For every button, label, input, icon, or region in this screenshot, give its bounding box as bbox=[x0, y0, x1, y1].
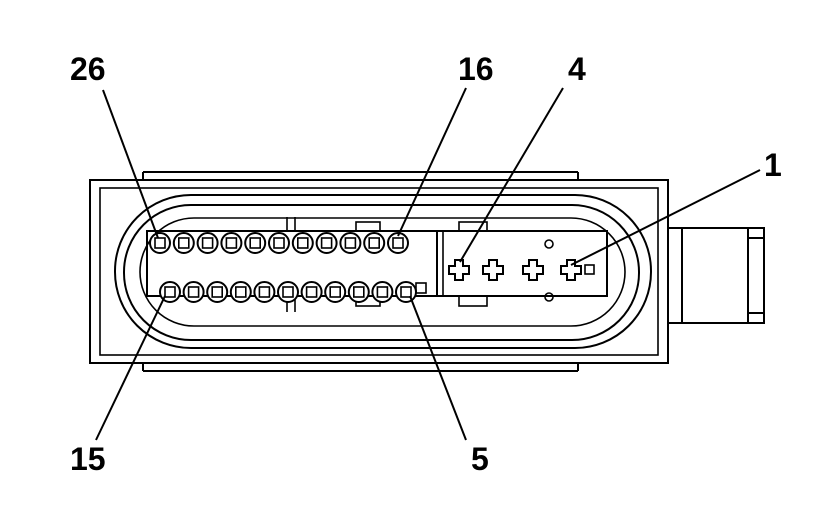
leader-line-26 bbox=[102, 89, 159, 239]
top-row-pin bbox=[387, 232, 409, 254]
top-row-pin bbox=[363, 232, 386, 254]
top-row-pins bbox=[149, 232, 409, 254]
callout-5: 5 bbox=[471, 441, 489, 477]
connector-seal-rings bbox=[114, 194, 652, 349]
bottom-row-pin bbox=[347, 281, 370, 303]
power-terminal bbox=[560, 259, 582, 281]
callout-4: 4 bbox=[568, 51, 586, 87]
bottom-row-pin bbox=[395, 281, 417, 303]
bottom-row-pin bbox=[277, 281, 299, 303]
callout-26: 26 bbox=[70, 51, 106, 87]
callout-16: 16 bbox=[458, 51, 494, 87]
top-row-pin bbox=[315, 232, 338, 254]
top-row-pin bbox=[220, 232, 243, 254]
top-row-pin bbox=[339, 232, 362, 254]
connector-latch-tab bbox=[668, 227, 765, 324]
top-row-pin bbox=[268, 232, 290, 254]
top-row-pin bbox=[291, 232, 314, 254]
leader-line-1 bbox=[570, 169, 761, 266]
power-terminal bbox=[522, 259, 544, 281]
pin-5-key bbox=[415, 282, 427, 294]
bottom-row-pin bbox=[206, 281, 229, 303]
bottom-row-pins bbox=[159, 281, 417, 303]
power-terminal-markers bbox=[544, 239, 595, 302]
callout-labels: 26 16 4 1 15 5 bbox=[70, 51, 782, 477]
top-row-pin bbox=[172, 232, 195, 254]
callout-1: 1 bbox=[764, 147, 782, 183]
callout-15: 15 bbox=[70, 441, 106, 477]
bottom-row-pin bbox=[324, 281, 347, 303]
bottom-row-pin bbox=[371, 281, 394, 303]
bottom-row-pin bbox=[300, 281, 323, 303]
power-terminal bbox=[482, 259, 504, 281]
leader-line-4 bbox=[459, 87, 564, 263]
bottom-row-pin bbox=[229, 281, 252, 303]
power-terminals bbox=[448, 259, 582, 281]
leader-line-16 bbox=[397, 87, 467, 237]
top-row-pin bbox=[244, 232, 267, 254]
connector-housing bbox=[89, 171, 669, 372]
top-row-pin bbox=[149, 232, 171, 254]
leader-lines bbox=[95, 87, 761, 441]
leader-line-15 bbox=[95, 295, 166, 441]
bottom-row-pin bbox=[253, 281, 276, 303]
top-row-pin bbox=[196, 232, 219, 254]
bottom-row-pin bbox=[182, 281, 205, 303]
power-terminal bbox=[448, 259, 470, 281]
leader-line-5 bbox=[409, 295, 467, 441]
